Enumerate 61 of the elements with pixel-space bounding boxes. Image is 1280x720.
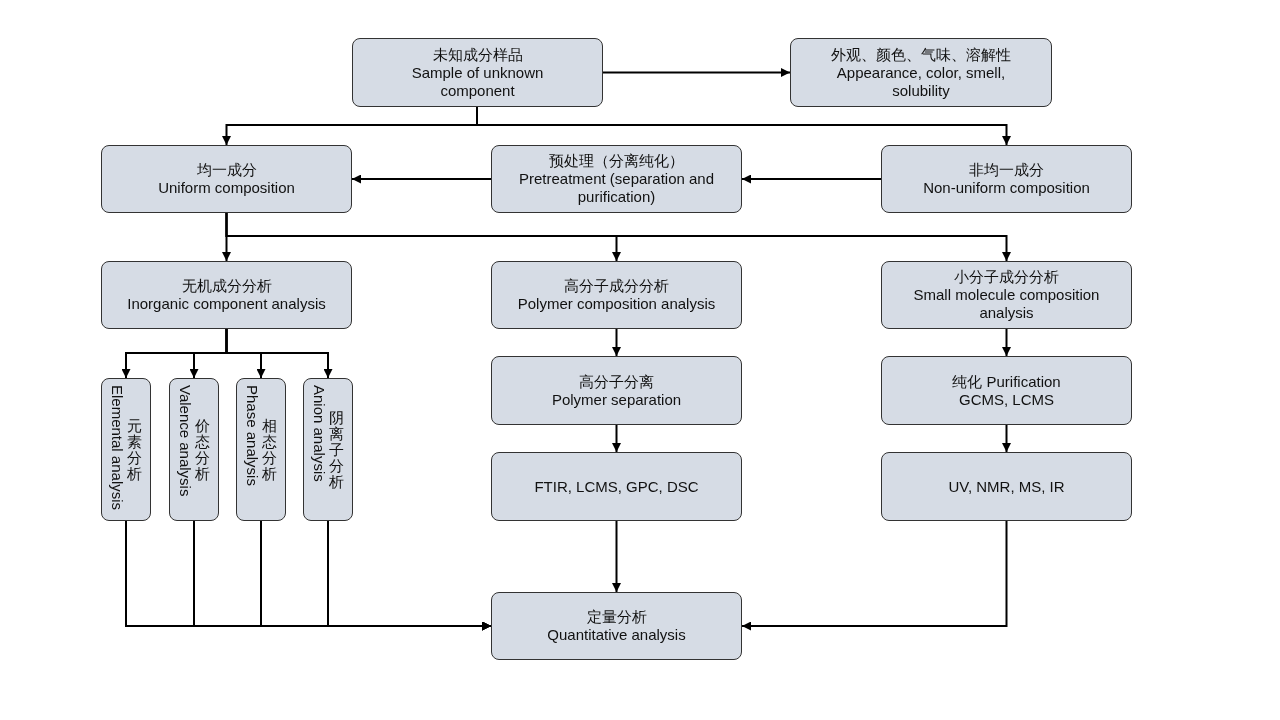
box-text: 元素分析 (126, 417, 142, 482)
arrow (327, 520, 492, 631)
box-text: UV, NMR, MS, IR (948, 477, 1065, 496)
box-text: 高分子分离 (579, 372, 654, 391)
process-box (101, 145, 352, 213)
arrow (612, 328, 621, 357)
box-text: Quantitative analysis (547, 626, 686, 644)
box-text: 外观、颜色、气味、溶解性 (831, 45, 1011, 64)
arrow (1002, 424, 1011, 453)
box-text: 小分子成分分析 (954, 268, 1059, 286)
box-text: Valence analysis (176, 385, 194, 499)
box-text: 阴离子分析 (328, 409, 344, 490)
box-text: Small molecule composition analysis (912, 286, 1101, 322)
arrow (602, 68, 791, 77)
box-text: Uniform composition (158, 179, 295, 197)
process-box (491, 145, 742, 213)
box-text: 相态分析 (261, 417, 277, 482)
process-box (101, 261, 352, 329)
box-text: Anion analysis (310, 385, 328, 484)
process-box (790, 38, 1052, 107)
box-text: Pretreatment (separation and purification) (517, 170, 716, 206)
process-box (881, 356, 1132, 425)
process-box (881, 145, 1132, 213)
arrow (225, 328, 333, 379)
box-text: Inorganic component analysis (127, 295, 326, 313)
process-box (491, 592, 742, 660)
box-text: Elemental analysis (108, 385, 126, 513)
process-box (881, 261, 1132, 329)
process-box (491, 261, 742, 329)
process-box (881, 452, 1132, 521)
box-text: 预处理（分离纯化） (549, 152, 684, 170)
arrow (1002, 328, 1011, 357)
box-text: Sample of unknown component (410, 63, 545, 100)
box-text: Non-uniform composition (923, 179, 1090, 197)
box-text: Polymer separation (551, 390, 682, 409)
box-text: 均一成分 (196, 161, 257, 179)
arrow (225, 212, 1011, 262)
arrow (741, 174, 882, 184)
box-text: 无机成分分析 (181, 277, 272, 295)
box-text: Polymer composition analysis (517, 295, 716, 313)
box-text: 高分子成分分析 (564, 277, 669, 295)
box-text: 定量分析 (586, 608, 647, 626)
box-text: FTIR, LCMS, GPC, DSC (534, 477, 699, 496)
process-box (491, 452, 742, 521)
process-box (101, 378, 151, 521)
process-box (236, 378, 286, 521)
box-text: Phase analysis (243, 385, 261, 488)
arrow (612, 424, 621, 453)
arrow (612, 520, 621, 593)
box-text: 纯化 Purification (952, 372, 1061, 391)
arrow (741, 520, 1008, 631)
arrow (351, 174, 492, 184)
process-box (303, 378, 353, 521)
box-text: 未知成分样品 (432, 45, 523, 64)
process-box (169, 378, 219, 521)
box-text: 非均一成分 (969, 161, 1044, 179)
box-text: GCMS, LCMS (959, 390, 1054, 409)
process-box (491, 356, 742, 425)
process-box (352, 38, 603, 107)
box-text: Appearance, color, smell, solubility (835, 63, 1007, 100)
box-text: 价态分析 (194, 417, 210, 482)
